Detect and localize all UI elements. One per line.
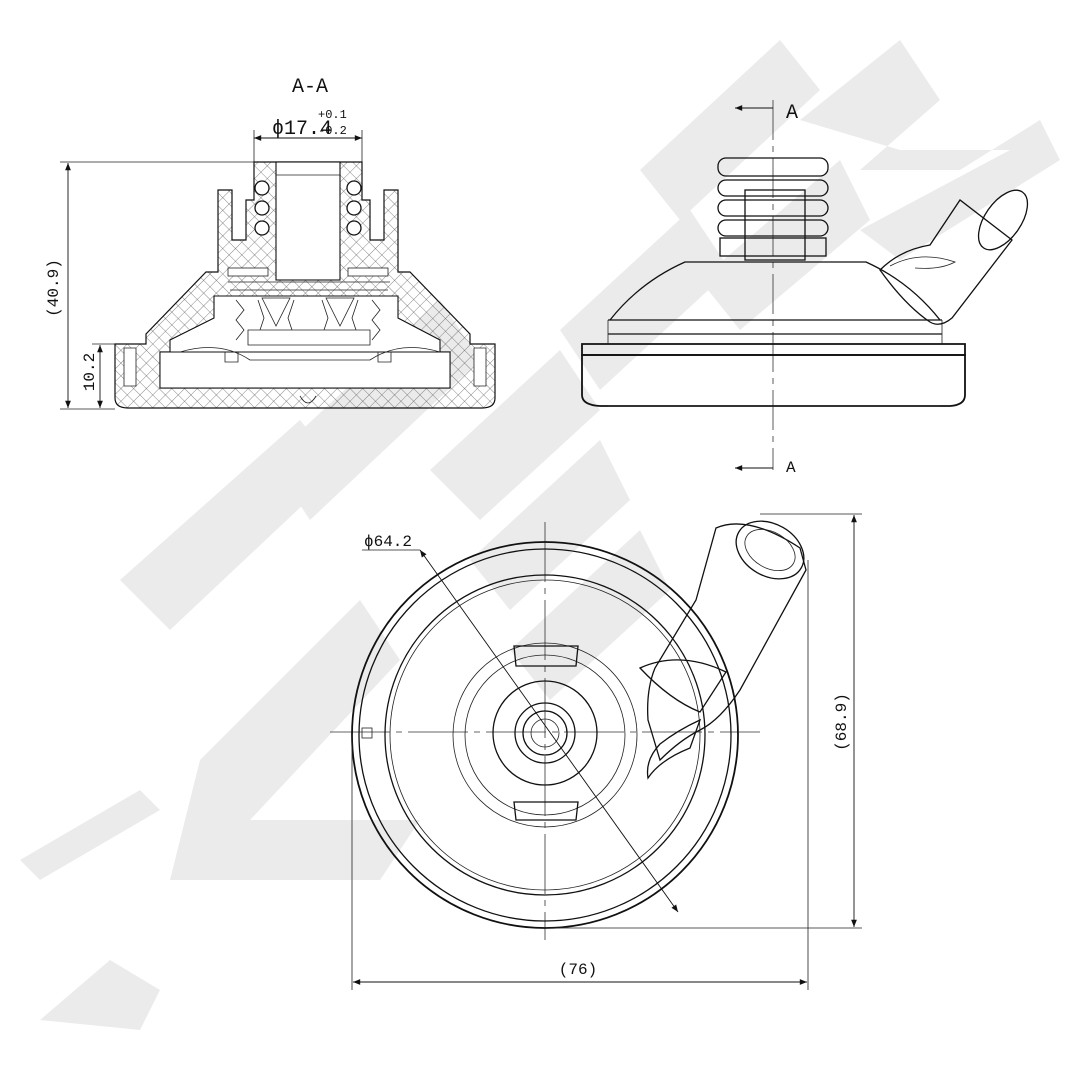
base-thickness-dim: 10.2	[81, 353, 99, 391]
outer-diameter-dim: ϕ64.2	[364, 533, 412, 551]
bore-tolerance-upper: +0.1	[318, 108, 347, 122]
section-height-dim: (40.9)	[45, 259, 63, 317]
section-view-a-a: A-A ϕ17.4 +0.1 -0.2 (40.9) 10.2	[45, 76, 496, 410]
section-title: A-A	[292, 76, 328, 99]
top-view: ϕ64.2 (76) (68.9)	[330, 513, 862, 990]
overall-height-dim: (68.9)	[833, 693, 851, 751]
cut-label-top: A	[786, 102, 798, 125]
bore-diameter-dim: ϕ17.4	[272, 118, 332, 141]
watermark-logo	[20, 40, 1060, 1030]
bore-tolerance-lower: -0.2	[318, 124, 347, 138]
overall-width-dim: (76)	[559, 961, 597, 979]
cut-label-bottom: A	[786, 459, 796, 477]
side-view: A A	[581, 100, 1029, 477]
